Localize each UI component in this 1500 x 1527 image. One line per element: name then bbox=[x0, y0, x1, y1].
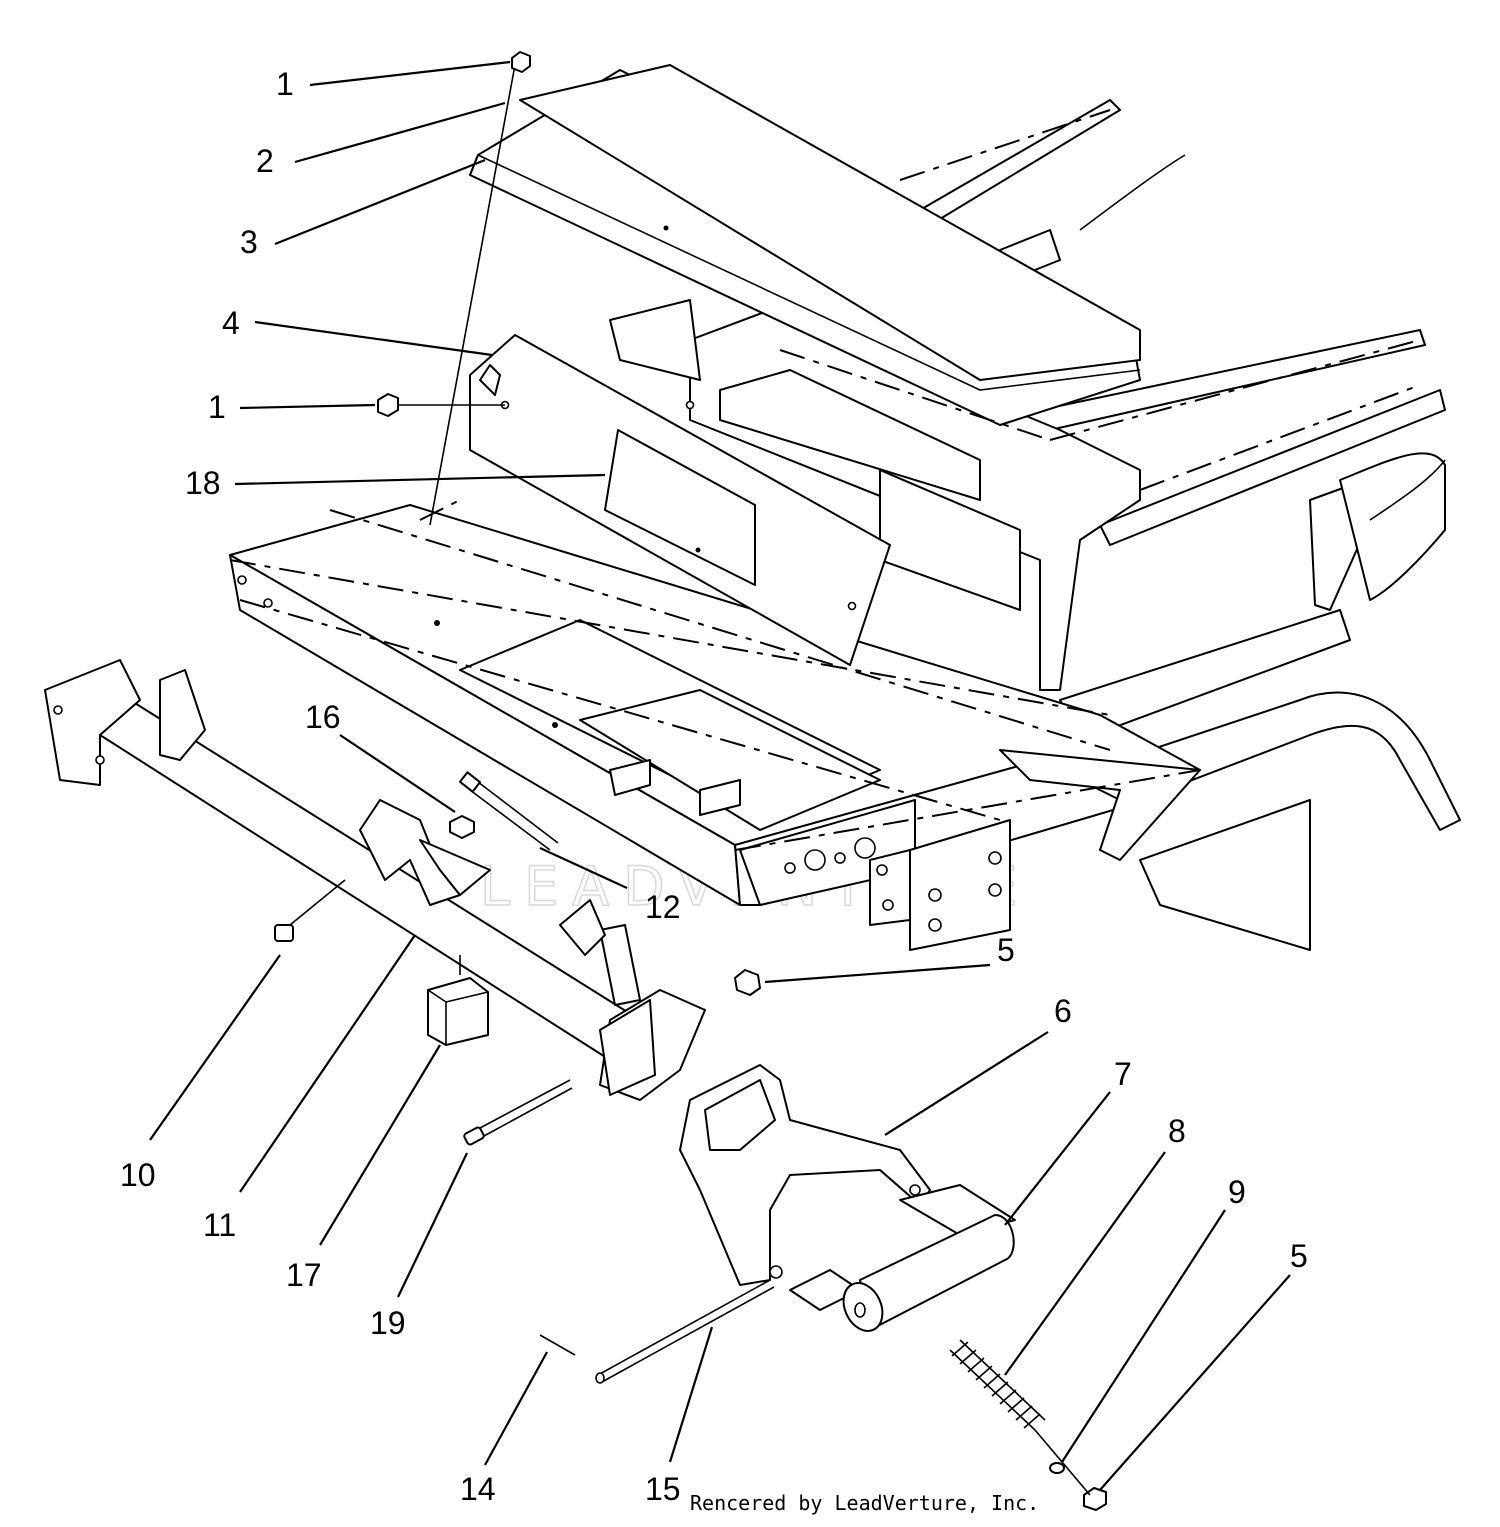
callout-label: 10 bbox=[120, 1157, 156, 1193]
bolt-10 bbox=[274, 879, 346, 942]
bolt-12 bbox=[459, 771, 606, 956]
callout-label: 7 bbox=[1114, 1056, 1132, 1092]
callout-label: 8 bbox=[1168, 1113, 1186, 1149]
callout-label: 17 bbox=[286, 1257, 322, 1293]
center-lines bbox=[229, 64, 1421, 851]
callout-label: 18 bbox=[185, 465, 221, 501]
leader-lines bbox=[149, 60, 1291, 1491]
callout-label: 11 bbox=[203, 1207, 236, 1243]
callout-label: 5 bbox=[997, 932, 1015, 968]
callout-label: 5 bbox=[1290, 1238, 1308, 1274]
callout-label: 9 bbox=[1228, 1174, 1246, 1210]
rear-frame bbox=[609, 99, 1461, 951]
block-17 bbox=[427, 955, 489, 1046]
bolt-1-top bbox=[511, 51, 531, 73]
bolt-19 bbox=[463, 1079, 573, 1146]
pin-15 bbox=[595, 1279, 775, 1384]
washer-9 bbox=[1049, 1462, 1065, 1474]
callout-label: 3 bbox=[240, 224, 258, 260]
callout-label: 1 bbox=[208, 389, 226, 425]
callout-label: 16 bbox=[305, 699, 341, 735]
callout-label: 2 bbox=[256, 143, 274, 179]
callout-label: 14 bbox=[460, 1471, 496, 1507]
callout-label: 12 bbox=[645, 889, 681, 925]
nut-5-upper bbox=[734, 969, 761, 996]
cotter-pin-14 bbox=[539, 1334, 576, 1356]
callout-labels: 1 2 3 4 1 18 16 12 5 6 7 8 9 5 10 11 17 … bbox=[120, 66, 1308, 1507]
nut-16 bbox=[449, 815, 475, 839]
roller-7 bbox=[842, 1214, 1015, 1332]
callout-label: 15 bbox=[645, 1471, 681, 1507]
spring-8 bbox=[949, 1339, 1046, 1431]
callout-label: 19 bbox=[370, 1305, 406, 1341]
nut-1 bbox=[377, 393, 505, 417]
front-axle bbox=[44, 659, 706, 1101]
roller-bracket bbox=[679, 1064, 1016, 1311]
callout-label: 1 bbox=[276, 66, 294, 102]
callout-label: 6 bbox=[1054, 993, 1072, 1029]
top-cover bbox=[469, 64, 1141, 426]
front-panel bbox=[469, 334, 891, 666]
render-credit: Rencered by LeadVerture, Inc. bbox=[690, 1491, 1039, 1515]
callout-label: 4 bbox=[222, 305, 240, 341]
